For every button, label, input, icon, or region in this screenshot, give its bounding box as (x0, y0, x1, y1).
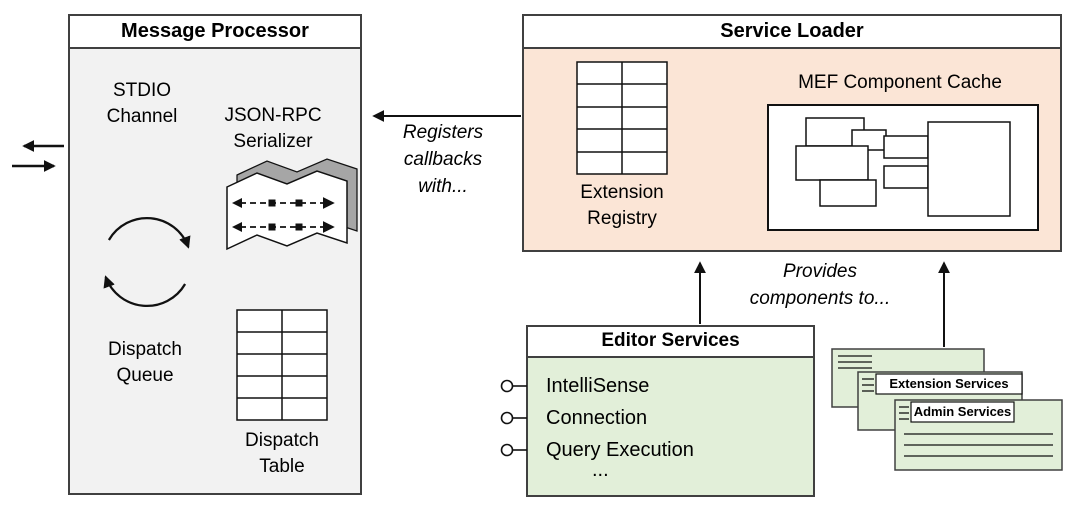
service-loader-title: Service Loader (524, 16, 1060, 49)
interface-icon-intellisense (500, 379, 514, 393)
interface-icons (500, 379, 527, 457)
extension-registry-label: Extension Registry (580, 182, 664, 229)
mef-component-cache-label: MEF Component Cache (798, 72, 1002, 93)
dispatch-queue-label: Dispatch Queue (108, 339, 182, 386)
editor-services-box: Editor Services (526, 325, 815, 497)
message-processor-title: Message Processor (70, 16, 360, 49)
dispatch-table-label: Dispatch Table (245, 430, 319, 477)
editor-services-title: Editor Services (528, 327, 813, 358)
editor-service-item-ellipsis: ... (592, 459, 609, 481)
stdio-channel-label: STDIO Channel (106, 80, 178, 127)
provides-components-label: Provides components to... (749, 261, 891, 309)
json-rpc-serializer-label: JSON-RPC Serializer (224, 105, 322, 152)
editor-service-item-connection: Connection (546, 407, 648, 429)
interface-icon-query-execution (500, 443, 514, 457)
stdio-arrows-icon (12, 140, 64, 172)
interface-icon-connection (500, 411, 514, 425)
editor-service-item-query-execution: Query Execution (546, 439, 694, 461)
message-processor-box: Message Processor (68, 14, 362, 495)
editor-service-item-intellisense: IntelliSense (546, 375, 650, 397)
registers-callbacks-label: Registers callbacks with... (402, 122, 484, 197)
extension-services-card-label: Extension Services (889, 376, 1009, 391)
admin-services-card-label: Admin Services (913, 404, 1012, 419)
